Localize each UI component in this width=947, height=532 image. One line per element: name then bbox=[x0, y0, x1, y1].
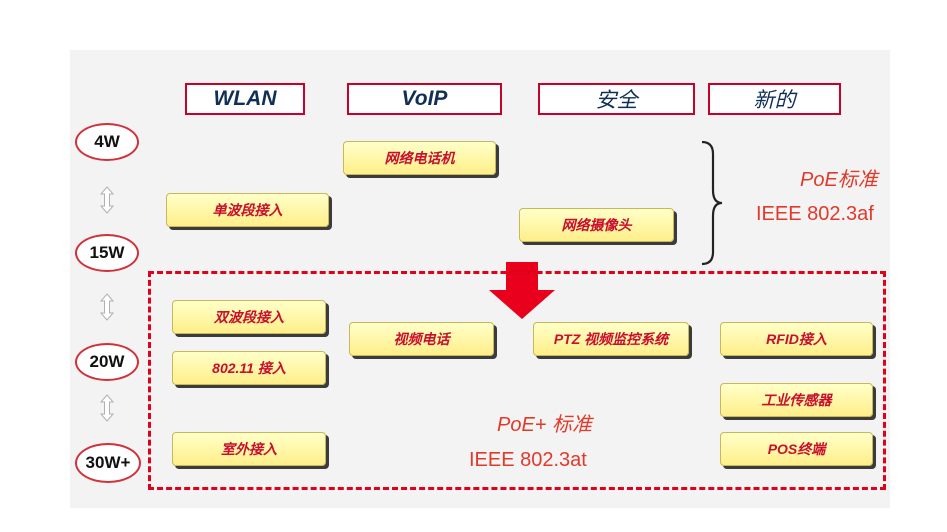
app-80211-access: 802.11 接入 bbox=[172, 351, 326, 385]
slide-background bbox=[70, 50, 890, 508]
poe-name: PoE标准 bbox=[800, 169, 878, 191]
poe-plus-standard: IEEE 802.3at bbox=[469, 449, 587, 471]
poe-standard: IEEE 802.3af bbox=[756, 203, 874, 225]
app-industrial-sensor: 工业传感器 bbox=[720, 383, 873, 417]
curly-brace-icon bbox=[701, 140, 723, 266]
up-down-arrow-icon bbox=[99, 394, 115, 422]
app-rfid-access: RFID接入 bbox=[720, 322, 873, 356]
app-outdoor-access: 室外接入 bbox=[172, 432, 326, 466]
header-voip: VoIP bbox=[347, 83, 502, 115]
watt-20w: 20W bbox=[75, 343, 139, 381]
watt-4w: 4W bbox=[75, 123, 139, 161]
watt-30w-plus: 30W+ bbox=[75, 443, 141, 483]
app-ptz-surveillance: PTZ 视频监控系统 bbox=[533, 322, 689, 356]
app-video-phone: 视频电话 bbox=[349, 322, 494, 356]
header-security: 安全 bbox=[538, 83, 695, 115]
poe-plus-name: PoE+ 标准 bbox=[497, 414, 593, 436]
poe-plus-region bbox=[148, 271, 886, 490]
up-down-arrow-icon bbox=[99, 293, 115, 321]
app-single-band-access: 单波段接入 bbox=[166, 193, 329, 227]
header-new: 新的 bbox=[708, 83, 841, 115]
app-ip-camera: 网络摄像头 bbox=[519, 208, 674, 242]
header-wlan: WLAN bbox=[185, 83, 305, 115]
app-pos-terminal: POS终端 bbox=[720, 432, 873, 466]
app-dual-band-access: 双波段接入 bbox=[172, 300, 326, 334]
up-down-arrow-icon bbox=[99, 186, 115, 214]
down-arrow-icon bbox=[489, 262, 555, 319]
watt-15w: 15W bbox=[75, 234, 139, 272]
app-voip-phone: 网络电话机 bbox=[343, 141, 496, 175]
